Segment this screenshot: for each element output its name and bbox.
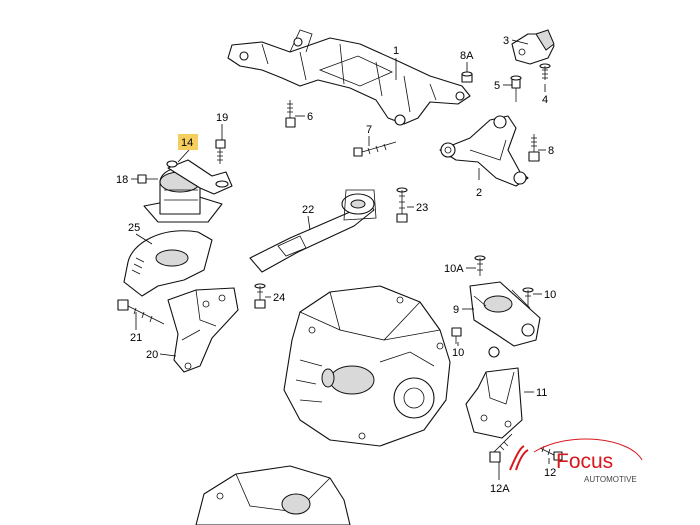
leader-lines: [131, 39, 550, 480]
logo-subtitle: AUTOMOTIVE: [584, 475, 637, 484]
gearbox-bracket-part: [465, 367, 523, 439]
gearbox-lower-part: [195, 465, 351, 525]
label-3: 3: [503, 35, 509, 47]
bolt-5: [510, 75, 522, 102]
label-12a: 12A: [490, 483, 510, 495]
bolt-6: [285, 100, 296, 128]
label-1: 1: [393, 45, 399, 57]
bolt-12a: [489, 433, 513, 463]
label-25: 25: [128, 222, 140, 234]
label-18: 18: [116, 174, 128, 186]
label-24: 24: [273, 292, 285, 304]
label-8a: 8A: [460, 50, 474, 62]
bolt-21: [117, 299, 165, 325]
label-11: 11: [536, 387, 547, 399]
bolt-23: [396, 187, 408, 223]
label-2: 2: [476, 187, 482, 199]
label-5: 5: [494, 80, 500, 92]
label-20: 20: [146, 349, 158, 361]
bolt-10a: [474, 255, 486, 276]
gearbox-mount-part: [469, 281, 541, 358]
logo-swoosh-icon: [509, 445, 529, 471]
logo-arc-icon: [533, 438, 643, 461]
label-9: 9: [453, 304, 459, 316]
label-22: 22: [302, 204, 314, 216]
bolt-24: [254, 283, 266, 309]
label-23: 23: [416, 202, 428, 214]
label-21: 21: [130, 332, 142, 344]
label-12: 12: [544, 467, 556, 479]
bolt-7: [353, 141, 397, 157]
label-10a: 10A: [444, 263, 464, 275]
bolt-19: [215, 139, 226, 164]
bolt-10-right: [522, 287, 534, 306]
engine-bracket-part: [167, 287, 239, 373]
label-8: 8: [548, 145, 554, 157]
label-10-right: 10: [544, 289, 556, 301]
label-14: 14: [181, 137, 193, 149]
bracket-3-part: [511, 29, 555, 65]
label-10-left: 10: [452, 347, 464, 359]
label-7: 7: [366, 124, 372, 136]
focus-automotive-logo: Focus AUTOMOTIVE: [509, 438, 643, 484]
torque-rod-part: [249, 189, 377, 273]
label-14-highlight: 14: [178, 134, 198, 150]
subframe-part: [227, 29, 471, 126]
label-19: 19: [216, 112, 228, 124]
bolt-18: [137, 174, 158, 184]
label-6: 6: [307, 111, 313, 123]
bolt-10-left: [451, 327, 462, 344]
gearbox-part: [283, 285, 451, 447]
label-4: 4: [542, 94, 548, 106]
bolt-4: [539, 63, 551, 80]
engine-mount-part: [143, 159, 233, 223]
bolt-12: [539, 445, 563, 461]
heat-shield-part: [123, 230, 213, 297]
highlight-box: [178, 134, 198, 150]
bolt-8: [528, 134, 540, 162]
bolt-8a: [461, 71, 473, 83]
logo-name: Focus: [556, 450, 613, 473]
control-arm-part: [439, 115, 529, 187]
